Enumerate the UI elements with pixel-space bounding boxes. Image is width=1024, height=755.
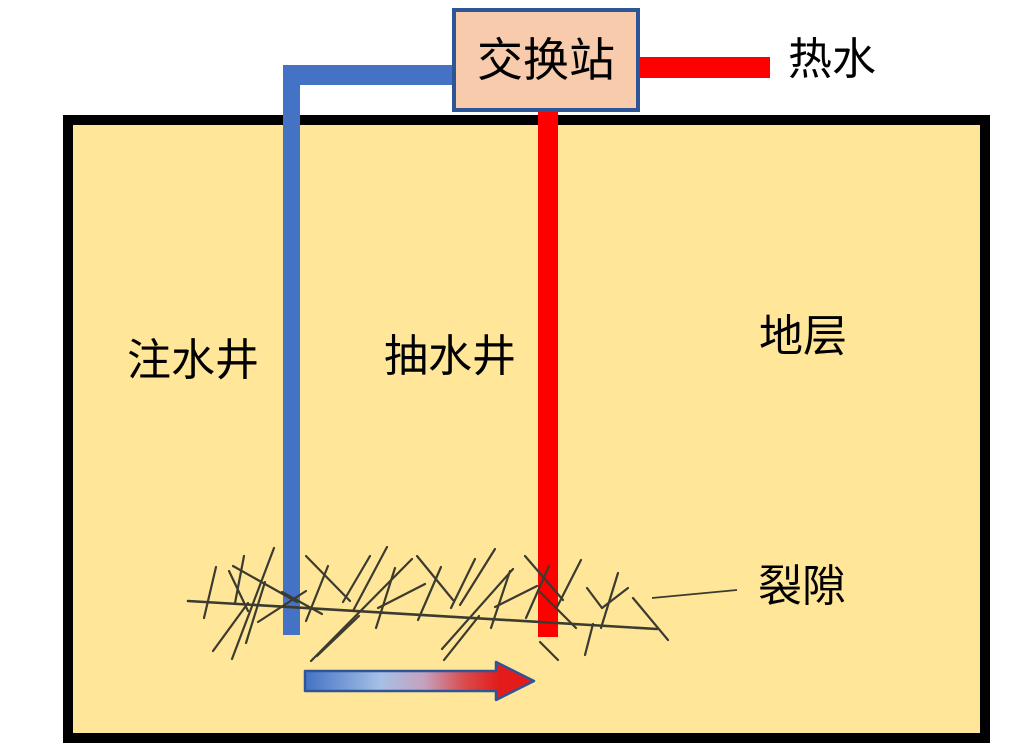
pumping-well-pipe <box>538 110 558 637</box>
injection-well-label: 注水井 <box>127 336 259 385</box>
stratum-box <box>63 115 990 743</box>
exchange-station-box: 交换站 <box>452 8 640 112</box>
hot-water-label: 热水 <box>788 35 876 84</box>
pumping-well-label: 抽水井 <box>384 332 516 381</box>
injection-well-pipe <box>283 65 300 635</box>
hot-water-outlet-pipe <box>640 57 770 78</box>
fracture-label: 裂隙 <box>758 562 846 611</box>
stratum-label: 地层 <box>759 312 847 361</box>
cold-water-inlet-pipe <box>283 65 452 85</box>
exchange-station-label: 交换站 <box>477 34 615 86</box>
